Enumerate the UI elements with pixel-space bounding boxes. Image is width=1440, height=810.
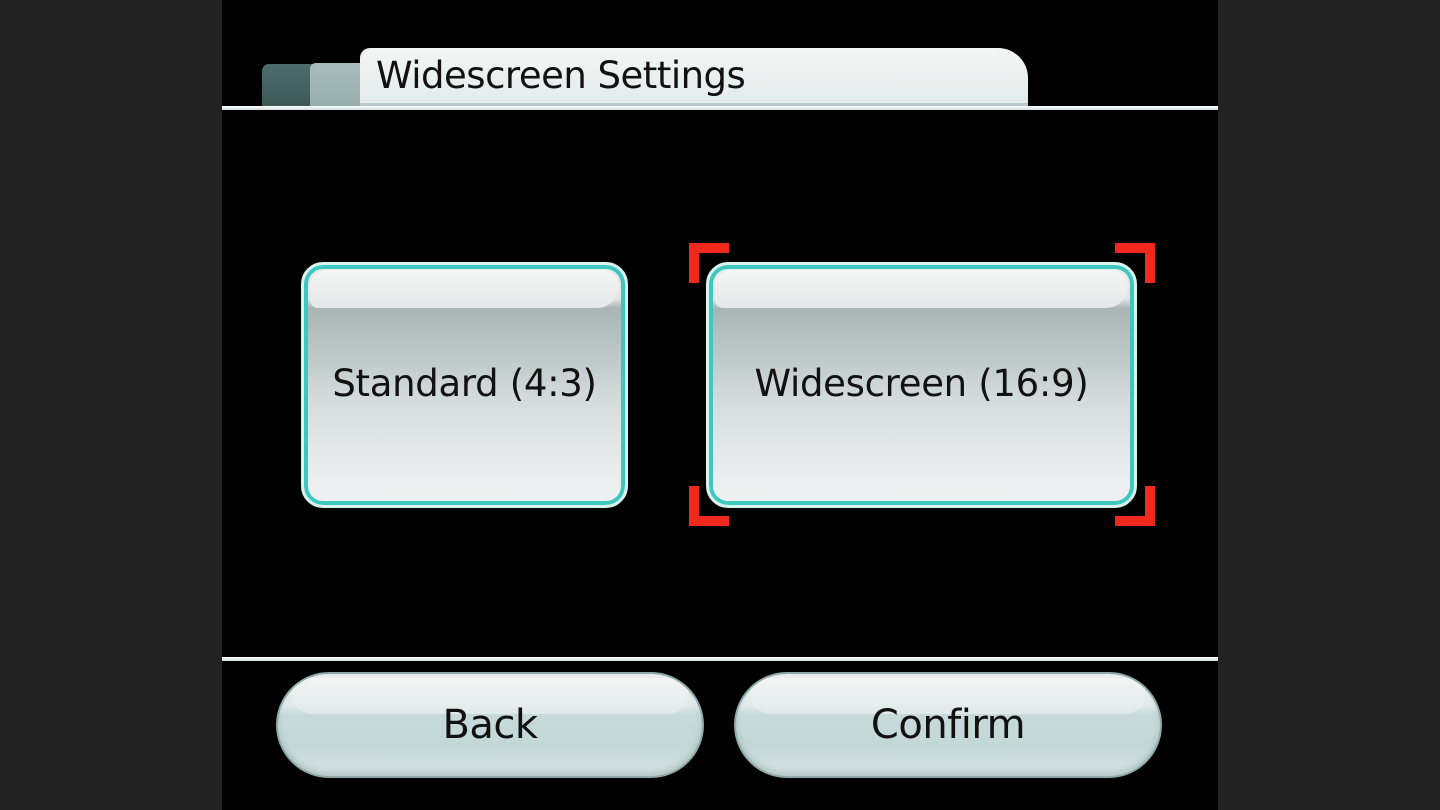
selection-corner-bottom-right-icon bbox=[1115, 486, 1155, 526]
selection-corner-bottom-left-icon bbox=[689, 486, 729, 526]
option-widescreen-16-9[interactable]: Widescreen (16:9) bbox=[706, 262, 1137, 508]
confirm-button[interactable]: Confirm bbox=[734, 672, 1162, 778]
header-tab-light bbox=[310, 63, 362, 106]
back-button[interactable]: Back bbox=[276, 672, 704, 778]
footer-divider bbox=[222, 657, 1218, 661]
header-tab-dark bbox=[262, 64, 314, 106]
option-label: Widescreen (16:9) bbox=[754, 362, 1089, 405]
selection-corner-top-right-icon bbox=[1115, 243, 1155, 283]
settings-screen: Widescreen Settings Standard (4:3) Wides… bbox=[222, 0, 1218, 810]
header-title-tab: Widescreen Settings bbox=[360, 48, 1028, 106]
back-button-label: Back bbox=[442, 702, 538, 748]
confirm-button-label: Confirm bbox=[870, 702, 1026, 748]
option-standard-4-3[interactable]: Standard (4:3) bbox=[301, 262, 628, 508]
option-label: Standard (4:3) bbox=[332, 362, 597, 405]
page-title: Widescreen Settings bbox=[376, 54, 746, 97]
header-divider bbox=[222, 106, 1218, 110]
selection-corner-top-left-icon bbox=[689, 243, 729, 283]
